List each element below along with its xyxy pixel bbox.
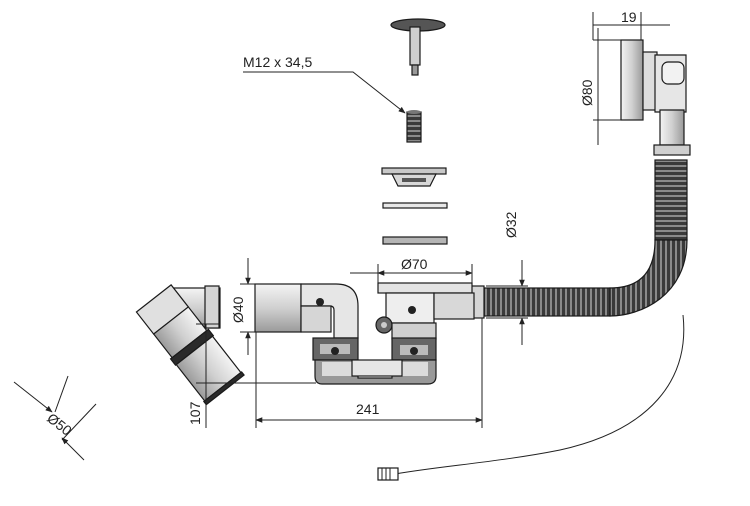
outlet-diameter-label: Ø50 [44, 410, 75, 439]
overflow-unit [620, 39, 691, 156]
bowden-cable [377, 314, 685, 481]
drain-diameter-dimension: Ø70 [350, 256, 473, 283]
siphon-elbow [254, 283, 359, 361]
bolt-callout: M12 x 34,5 [243, 54, 406, 114]
gasket-upper [382, 202, 448, 209]
height-label: 107 [187, 401, 203, 425]
overflow-width-label: 19 [621, 9, 637, 25]
threaded-bolt [406, 110, 422, 143]
drain-diameter-label: Ø70 [401, 256, 428, 272]
drain-grate [381, 167, 447, 187]
inlet-diameter-label: Ø40 [230, 296, 246, 323]
siphon-trap [314, 359, 437, 385]
bolt-dimension-label: M12 x 34,5 [243, 54, 312, 70]
length-dimension: 241 [255, 318, 483, 428]
stopper-plug [390, 18, 446, 76]
outlet-pipe [135, 284, 245, 406]
hose-diameter-label: Ø32 [503, 211, 519, 238]
gasket-lower [382, 236, 448, 245]
overflow-width-dimension: 19 [592, 9, 670, 40]
length-label: 241 [356, 401, 380, 417]
height-dimension: 107 [187, 323, 316, 428]
overflow-diameter-dimension: Ø80 [579, 28, 621, 145]
overflow-diameter-label: Ø80 [579, 79, 595, 106]
inlet-diameter-dimension: Ø40 [230, 258, 260, 355]
outlet-diameter-dimension: Ø50 [13, 375, 97, 461]
flex-hose [469, 159, 688, 319]
drain-body [375, 282, 475, 361]
hose-diameter-dimension: Ø32 [486, 211, 528, 345]
